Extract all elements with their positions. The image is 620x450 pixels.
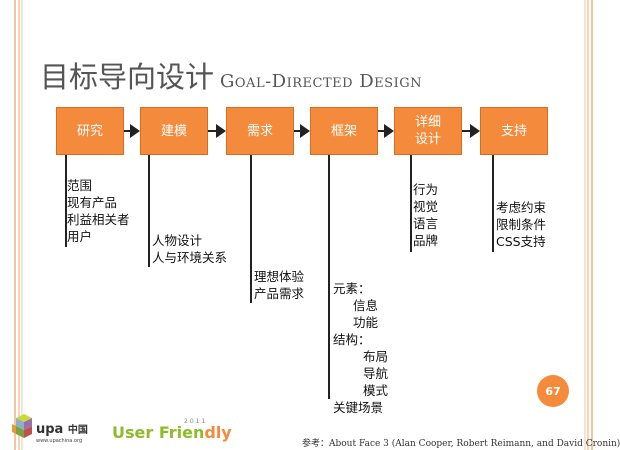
decor-stripe xyxy=(21,0,23,450)
connector-line xyxy=(65,155,67,247)
step-box-requirements: 需求 xyxy=(226,107,294,155)
page-number-badge: 67 xyxy=(537,375,569,407)
connector-line xyxy=(492,155,494,252)
arrow-right-icon xyxy=(216,124,226,138)
upa-name: upa xyxy=(36,422,64,437)
upa-url: www.upachina.org xyxy=(36,438,83,444)
uf-year: 2011 xyxy=(184,418,208,425)
step-label: 支持 xyxy=(500,123,527,139)
decor-stripe xyxy=(14,0,16,450)
arrow-right-icon xyxy=(384,124,394,138)
arrow-right-icon xyxy=(300,124,310,138)
step-box-research: 研究 xyxy=(56,107,124,155)
step-box-support: 支持 xyxy=(480,107,548,155)
arrow-shaft xyxy=(208,130,218,132)
list-item: 现有产品 xyxy=(67,195,118,210)
list-item: 限制条件 xyxy=(496,217,547,232)
decor-stripe xyxy=(591,0,593,450)
list-item: 功能 xyxy=(353,315,379,330)
step-box-detailed-design: 详细 设计 xyxy=(394,107,462,155)
list-item: 考虑约束 xyxy=(496,200,547,215)
connector-line xyxy=(328,155,330,399)
arrow-shaft xyxy=(124,130,132,132)
list-item: 范围 xyxy=(67,178,93,193)
decor-stripe xyxy=(584,0,586,450)
connector-line xyxy=(148,155,150,267)
decor-stripe xyxy=(587,0,589,450)
page-number: 67 xyxy=(545,384,561,398)
connector-line xyxy=(410,155,412,252)
list-item: 结构： xyxy=(333,332,371,347)
step-label: 详细 xyxy=(414,115,441,130)
arrow-right-icon xyxy=(470,124,480,138)
upa-logo-icon xyxy=(12,414,32,438)
step-label: 框架 xyxy=(330,123,357,139)
requirements-details: 理想体验 产品需求 xyxy=(254,268,304,302)
list-item: 元素： xyxy=(333,281,371,296)
list-item: 用户 xyxy=(67,229,93,244)
list-item: 关键场景 xyxy=(333,400,384,415)
uf-text-accent: dly xyxy=(204,423,232,442)
user-friendly-logo: User Friendly xyxy=(112,423,232,442)
step-label: 需求 xyxy=(246,123,273,139)
list-item: 布局 xyxy=(363,349,389,364)
title-en: Goal-Directed Design xyxy=(220,71,422,92)
list-item: 品牌 xyxy=(413,233,439,248)
arrow-right-icon xyxy=(130,124,140,138)
list-item: 人与环境关系 xyxy=(152,250,228,265)
framework-details: 元素： 信息 功能 结构： 布局 导航 模式 关键场景 xyxy=(333,280,388,416)
list-item: 视觉 xyxy=(413,199,439,214)
reference-note: 参考：About Face 3 (Alan Cooper, Robert Rei… xyxy=(302,439,620,449)
title-zh: 目标导向设计 xyxy=(40,60,215,94)
list-item: 理想体验 xyxy=(254,269,305,284)
list-item: 语言 xyxy=(413,216,439,231)
list-item: 导航 xyxy=(363,366,389,381)
step-box-modeling: 建模 xyxy=(140,107,208,155)
decor-stripe xyxy=(18,0,20,450)
list-item: 模式 xyxy=(363,383,389,398)
arrow-shaft xyxy=(294,130,302,132)
list-item: 信息 xyxy=(353,298,379,313)
connector-line xyxy=(250,155,252,303)
upa-china: 中国 xyxy=(67,425,88,436)
list-item: 产品需求 xyxy=(254,286,305,301)
list-item: 利益相关者 xyxy=(67,212,130,227)
modeling-details: 人物设计 人与环境关系 xyxy=(152,232,227,266)
step-label: 研究 xyxy=(76,123,103,139)
step-box-framework: 框架 xyxy=(310,107,378,155)
list-item: 人物设计 xyxy=(152,233,203,248)
research-details: 范围 现有产品 利益相关者 用户 xyxy=(67,177,130,245)
arrow-shaft xyxy=(378,130,386,132)
uf-text: User Frien xyxy=(112,423,205,442)
detailed-design-details: 行为 视觉 语言 品牌 xyxy=(413,181,438,249)
list-item: 行为 xyxy=(413,182,439,197)
step-label: 建模 xyxy=(160,123,187,139)
support-details: 考虑约束 限制条件 CSS支持 xyxy=(496,199,546,250)
list-item: CSS支持 xyxy=(496,234,546,249)
step-label: 设计 xyxy=(414,132,441,147)
upa-logo-text: upa 中国 xyxy=(36,421,88,437)
arrow-shaft xyxy=(462,130,472,132)
